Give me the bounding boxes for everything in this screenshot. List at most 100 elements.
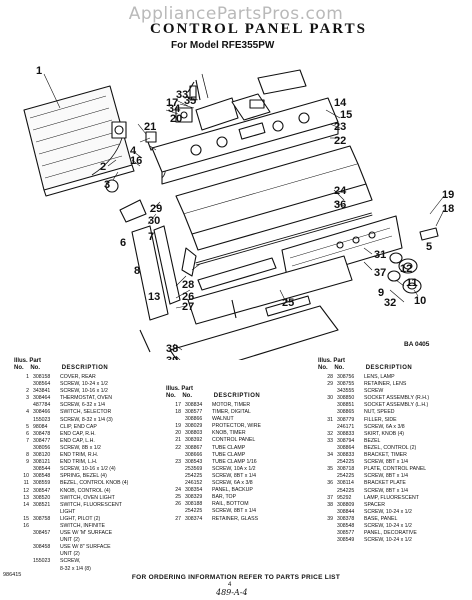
parts-row: UNIT (2) bbox=[14, 551, 128, 558]
callout-28: 28 bbox=[182, 279, 194, 291]
part-description: PANEL, DECORATIVE bbox=[364, 530, 417, 537]
part-description: END CAP, L.H. bbox=[60, 437, 95, 444]
part-description: LENS, LAMP bbox=[364, 374, 395, 380]
callout-21: 21 bbox=[144, 121, 156, 133]
part-number: 253569 bbox=[185, 465, 203, 472]
part-description: SWITCH, OVEN LIGHT bbox=[60, 494, 115, 501]
illus-number: 27 bbox=[175, 515, 181, 522]
part-description: SCREW, 8BT x 1/4 bbox=[212, 508, 257, 515]
illus-number: 16 bbox=[23, 522, 29, 529]
part-number: 343555 bbox=[337, 388, 355, 395]
part-number: 308666 bbox=[185, 451, 203, 458]
illus-number: 19 bbox=[175, 423, 181, 430]
part-number: 308833 bbox=[337, 452, 355, 459]
callout-22: 22 bbox=[334, 135, 346, 147]
part-description: CONTROL PANEL bbox=[212, 437, 256, 444]
part-description: SWITCH, FLUORESCENT bbox=[60, 501, 122, 508]
parts-row: 28 308756 LENS, LAMP bbox=[318, 374, 429, 381]
callout-18: 18 bbox=[442, 203, 454, 215]
figure-code: BA 0405 bbox=[404, 341, 430, 348]
part-description: KNOB, CONTROL (4) bbox=[60, 487, 111, 494]
parts-row: 253569 SCREW, 10A x 1/2 bbox=[166, 466, 261, 473]
callout-31: 31 bbox=[374, 249, 386, 261]
selector-switch-part bbox=[145, 107, 193, 179]
part-description: PANEL, BACKUP bbox=[212, 487, 253, 494]
part-description: SCREW, 10A x 1/2 bbox=[212, 465, 256, 472]
part-number: 308834 bbox=[185, 402, 203, 408]
part-number: 308114 bbox=[337, 480, 354, 487]
exploded-diagram: 1 2 3 4 5 6 7 8 9 10 11 12 13 14 15 16 1… bbox=[23, 65, 454, 360]
part-number: 308559 bbox=[33, 480, 51, 487]
part-number: 95292 bbox=[337, 494, 352, 501]
part-description: UNIT (2) bbox=[60, 537, 80, 544]
part-description: END TRIM, R.H. bbox=[60, 452, 99, 459]
illus-number: 33 bbox=[327, 437, 333, 444]
callout-24: 24 bbox=[334, 185, 347, 197]
end-trim-part bbox=[119, 199, 197, 321]
ordering-note: FOR ORDERING INFORMATION REFER TO PARTS … bbox=[131, 574, 341, 581]
part-number: 308029 bbox=[185, 423, 203, 430]
page-title: CONTROL PANEL PARTS bbox=[150, 21, 367, 37]
illus-number: 2 bbox=[26, 388, 29, 395]
callout-37: 37 bbox=[374, 267, 386, 279]
part-description: SOCKET ASSEMBLY (L.H.) bbox=[364, 402, 429, 409]
part-description: SCREW, 10-24 x 1/2 bbox=[364, 508, 412, 515]
part-number: 308756 bbox=[337, 374, 355, 380]
illus-number: 10 bbox=[23, 473, 29, 480]
callout-35: 35 bbox=[184, 95, 196, 107]
control-panel-part bbox=[151, 97, 339, 185]
illus-number: 35 bbox=[327, 466, 333, 473]
callout-27: 27 bbox=[182, 301, 194, 313]
illus-number: 18 bbox=[175, 409, 181, 416]
part-number: 308464 bbox=[33, 395, 51, 402]
part-description: BEZEL, CONTROL KNOB (4) bbox=[60, 480, 129, 487]
part-number: 254225 bbox=[337, 487, 355, 494]
part-number: 308851 bbox=[337, 402, 355, 409]
part-description: LAMP, FLUORESCENT bbox=[364, 494, 419, 501]
illus-number: 36 bbox=[327, 480, 333, 487]
parts-row: 254225 SCREW, 8BT x 1/4 bbox=[166, 508, 261, 515]
part-description: MOTOR, TIMER bbox=[212, 402, 251, 408]
callout-32: 32 bbox=[384, 297, 396, 309]
part-description: SCREW, 6A x 3/8 bbox=[364, 423, 405, 430]
parts-row: LIGHT bbox=[14, 509, 128, 516]
illus-number: 28 bbox=[327, 374, 333, 380]
part-number: 254225 bbox=[185, 508, 203, 515]
callout-39: 39 bbox=[166, 355, 178, 360]
part-number: 308458 bbox=[33, 544, 51, 551]
part-description: RETAINER, LENS bbox=[364, 381, 407, 388]
callout-2: 2 bbox=[100, 161, 106, 173]
part-description: LIGHT bbox=[60, 508, 76, 515]
illus-number: 32 bbox=[327, 430, 333, 437]
part-description: LIGHT, PILOT (2) bbox=[60, 515, 101, 522]
part-number: 308758 bbox=[33, 515, 51, 522]
illus-number: 22 bbox=[175, 444, 181, 451]
callout-17: 17 bbox=[166, 97, 178, 109]
part-number: 308329 bbox=[185, 494, 203, 501]
